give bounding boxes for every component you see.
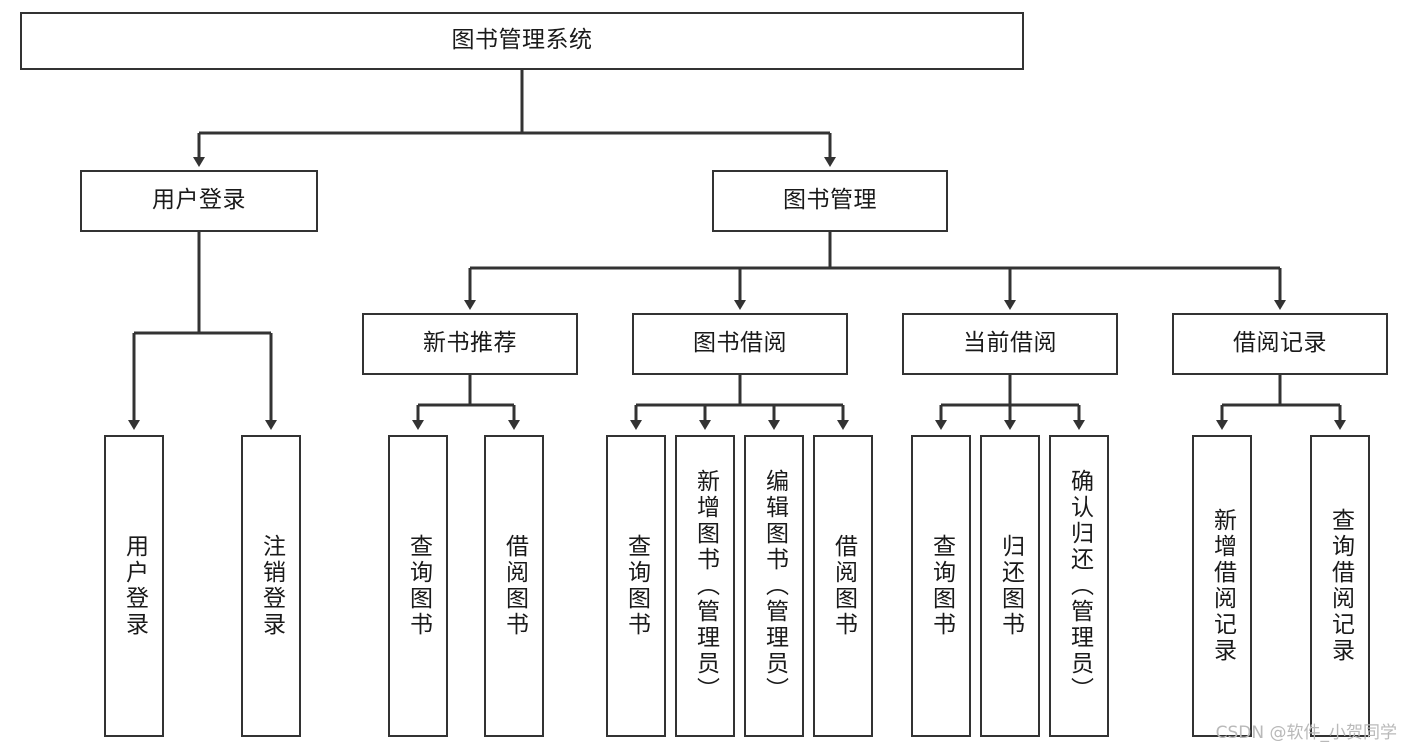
- node-leaf-user-login-label: 用户登录: [121, 534, 148, 638]
- node-leaf-query-book-3-label: 查询图书: [928, 534, 955, 638]
- node-new-book-recommend-label: 新书推荐: [423, 330, 517, 357]
- node-leaf-query-record-label: 查询借阅记录: [1327, 508, 1354, 664]
- node-leaf-user-login[interactable]: 用户登录: [104, 435, 164, 737]
- node-user-login[interactable]: 用户登录: [80, 170, 318, 232]
- node-borrow-record[interactable]: 借阅记录: [1172, 313, 1388, 375]
- node-leaf-add-record-label: 新增借阅记录: [1209, 508, 1236, 664]
- node-leaf-query-book-1-label: 查询图书: [405, 534, 432, 638]
- node-book-borrow-label: 图书借阅: [693, 330, 787, 357]
- node-root-label: 图书管理系统: [451, 27, 593, 54]
- node-leaf-query-book-2-label: 查询图书: [623, 534, 650, 638]
- node-leaf-borrow-book-1-label: 借阅图书: [501, 534, 528, 638]
- node-leaf-add-record[interactable]: 新增借阅记录: [1192, 435, 1252, 737]
- node-leaf-query-book-3[interactable]: 查询图书: [911, 435, 971, 737]
- node-leaf-confirm-return-label: 确认归还（管理员）: [1066, 469, 1093, 703]
- csdn-watermark: CSDN @软件_小贺同学: [1215, 723, 1397, 743]
- node-leaf-query-record[interactable]: 查询借阅记录: [1310, 435, 1370, 737]
- node-book-manage[interactable]: 图书管理: [712, 170, 948, 232]
- node-new-book-recommend[interactable]: 新书推荐: [362, 313, 578, 375]
- node-current-borrow-label: 当前借阅: [963, 330, 1057, 357]
- node-borrow-record-label: 借阅记录: [1233, 330, 1327, 357]
- node-leaf-logout[interactable]: 注销登录: [241, 435, 301, 737]
- node-leaf-edit-book[interactable]: 编辑图书（管理员）: [744, 435, 804, 737]
- node-user-login-label: 用户登录: [152, 187, 246, 214]
- node-book-manage-label: 图书管理: [783, 187, 877, 214]
- node-root[interactable]: 图书管理系统: [20, 12, 1024, 70]
- node-leaf-add-book-label: 新增图书（管理员）: [692, 469, 719, 703]
- node-current-borrow[interactable]: 当前借阅: [902, 313, 1118, 375]
- node-leaf-query-book-2[interactable]: 查询图书: [606, 435, 666, 737]
- node-leaf-borrow-book-2-label: 借阅图书: [830, 534, 857, 638]
- node-leaf-add-book[interactable]: 新增图书（管理员）: [675, 435, 735, 737]
- node-book-borrow[interactable]: 图书借阅: [632, 313, 848, 375]
- node-leaf-query-book-1[interactable]: 查询图书: [388, 435, 448, 737]
- node-leaf-borrow-book-1[interactable]: 借阅图书: [484, 435, 544, 737]
- node-leaf-edit-book-label: 编辑图书（管理员）: [761, 469, 788, 703]
- node-leaf-confirm-return[interactable]: 确认归还（管理员）: [1049, 435, 1109, 737]
- node-leaf-logout-label: 注销登录: [258, 534, 285, 638]
- node-leaf-return-book-label: 归还图书: [997, 534, 1024, 638]
- node-leaf-borrow-book-2[interactable]: 借阅图书: [813, 435, 873, 737]
- node-leaf-return-book[interactable]: 归还图书: [980, 435, 1040, 737]
